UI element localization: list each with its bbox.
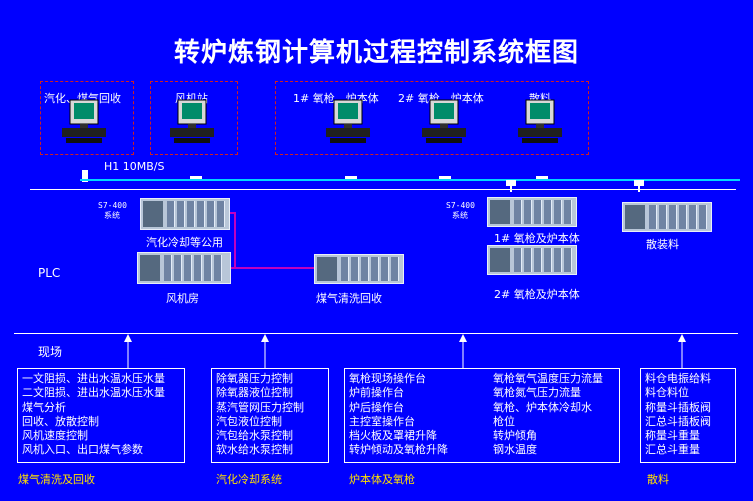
computer-icon bbox=[62, 99, 106, 143]
bus-tap-icon bbox=[506, 180, 516, 192]
field-item: 氧枪、炉本体冷却水 bbox=[493, 400, 592, 414]
field-item: 主控室操作台 bbox=[349, 414, 415, 428]
field-item: 风机速度控制 bbox=[22, 429, 88, 443]
field-box-bulk: 料仓电振给料 料仓料位 称量斗插板阀 汇总斗插板阀 称量斗重量 汇总斗重量 bbox=[640, 368, 736, 463]
field-item: 风机入口、出口煤气参数 bbox=[22, 443, 143, 457]
arrow-up-icon bbox=[261, 334, 269, 368]
s7-label-line1: S7-400 bbox=[98, 201, 127, 210]
field-item: 汽包给水泵控制 bbox=[216, 429, 293, 443]
field-item: 汇总斗重量 bbox=[645, 443, 700, 457]
diagram-title: 转炉炼钢计算机过程控制系统框图 bbox=[173, 38, 579, 68]
workstation-label-gas: 汽化、煤气回收 bbox=[44, 92, 121, 105]
field-item: 汽包液位控制 bbox=[216, 414, 282, 428]
field-item: 氧枪氧气温度压力流量 bbox=[493, 372, 603, 385]
computer-icon bbox=[518, 99, 562, 143]
plc-label-fan: 风机房 bbox=[166, 292, 199, 305]
field-item: 档火板及罩裙升降 bbox=[349, 429, 437, 443]
workstation-group-gas bbox=[40, 81, 134, 155]
network-connector bbox=[536, 176, 548, 179]
group-caption-bulk: 散料 bbox=[647, 473, 669, 486]
s7-label-line2: 系统 bbox=[452, 211, 468, 220]
group-caption-gas: 煤气清洗及回收 bbox=[18, 473, 95, 486]
plc-rack-common bbox=[140, 198, 230, 230]
field-box-gas: 一文阻损、进出水温水压水量 二文阻损、进出水温水压水量 煤气分析 回收、放散控制… bbox=[17, 368, 185, 463]
field-item: 氧枪氮气压力流量 bbox=[493, 386, 581, 400]
field-level-label: 现场 bbox=[38, 345, 63, 359]
computer-icon bbox=[326, 99, 370, 143]
field-item: 炉后操作台 bbox=[349, 400, 404, 414]
workstation-group-fan bbox=[150, 81, 238, 155]
network-connector bbox=[439, 176, 451, 179]
field-item: 二文阻损、进出水温水压水量 bbox=[22, 386, 165, 400]
field-box-converter: 氧枪现场操作台 炉前操作台 炉后操作台 主控室操作台 档火板及罩裙升降 转炉倾动… bbox=[344, 368, 620, 463]
field-item: 钢水温度 bbox=[493, 443, 537, 457]
field-item: 料仓电振给料 bbox=[645, 372, 711, 385]
plc-link bbox=[234, 212, 236, 268]
field-item: 炉前操作台 bbox=[349, 386, 404, 400]
field-item: 软水给水泵控制 bbox=[216, 443, 293, 457]
field-item: 煤气分析 bbox=[22, 400, 66, 414]
plc-label-2: 2# 氧枪及炉本体 bbox=[494, 288, 580, 301]
field-item: 除氧器压力控制 bbox=[216, 372, 293, 385]
plc-rack-bulk bbox=[622, 202, 712, 232]
field-item: 汇总斗插板阀 bbox=[645, 414, 711, 428]
computer-icon bbox=[422, 99, 466, 143]
field-item: 回收、放散控制 bbox=[22, 414, 99, 428]
group-caption-converter: 炉本体及氧枪 bbox=[349, 473, 415, 486]
computer-icon bbox=[170, 99, 214, 143]
field-item: 称量斗重量 bbox=[645, 429, 700, 443]
plc-rack-2 bbox=[487, 245, 577, 275]
network-connector bbox=[82, 170, 88, 182]
plc-link bbox=[229, 267, 315, 269]
workstation-label-2: 2# 氧枪、炉本体 bbox=[398, 92, 484, 105]
field-item: 蒸汽管网压力控制 bbox=[216, 400, 304, 414]
network-label: H1 10MB/S bbox=[104, 160, 165, 173]
field-item: 料仓料位 bbox=[645, 386, 689, 400]
plc-label-bulk: 散装料 bbox=[646, 238, 679, 251]
plc-label-1: 1# 氧枪及炉本体 bbox=[494, 232, 580, 245]
network-connector bbox=[345, 176, 357, 179]
plc-rack-gas bbox=[314, 254, 404, 284]
h1-network-bus bbox=[80, 179, 740, 181]
field-item: 枪位 bbox=[493, 414, 515, 428]
arrow-up-icon bbox=[678, 334, 686, 368]
workstation-group-converter bbox=[275, 81, 589, 155]
field-item: 转炉倾角 bbox=[493, 429, 537, 443]
plc-label-gas: 煤气清洗回收 bbox=[316, 292, 382, 305]
plc-rack-1 bbox=[487, 197, 577, 227]
level-divider-bottom bbox=[14, 333, 738, 334]
network-connector bbox=[190, 176, 202, 179]
field-item: 氧枪现场操作台 bbox=[349, 372, 426, 385]
field-item: 转炉倾动及氧枪升降 bbox=[349, 443, 448, 457]
plc-level-label: PLC bbox=[38, 266, 61, 280]
group-caption-vapor: 汽化冷却系统 bbox=[216, 473, 282, 486]
plc-label-common: 汽化冷却等公用 bbox=[146, 236, 223, 249]
s7-label-line2: 系统 bbox=[104, 211, 120, 220]
s7-label-line1: S7-400 bbox=[446, 201, 475, 210]
field-item: 称量斗插板阀 bbox=[645, 400, 711, 414]
field-item: 除氧器液位控制 bbox=[216, 386, 293, 400]
arrow-up-icon bbox=[124, 334, 132, 368]
plc-link bbox=[229, 212, 235, 214]
level-divider-top bbox=[30, 189, 736, 190]
field-item: 一文阻损、进出水温水压水量 bbox=[22, 372, 165, 385]
field-box-vapor: 除氧器压力控制 除氧器液位控制 蒸汽管网压力控制 汽包液位控制 汽包给水泵控制 … bbox=[211, 368, 329, 463]
bus-tap-icon bbox=[634, 180, 644, 192]
arrow-up-icon bbox=[459, 334, 467, 368]
plc-rack-fan bbox=[137, 252, 231, 284]
